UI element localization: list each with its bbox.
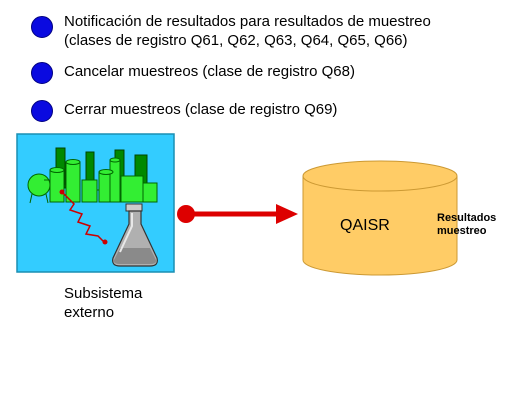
bullet-dot: [31, 62, 53, 84]
external-subsystem-label-line: Subsistema: [64, 285, 143, 302]
bullet-text-1: Notificación de resultados para resultad…: [64, 12, 431, 50]
results-label: Resultados muestreo: [437, 212, 496, 238]
database-cylinder-icon: [302, 160, 458, 276]
bullet-dot: [31, 16, 53, 38]
results-label-line: muestreo: [437, 225, 487, 237]
zigzag-connector: [59, 189, 108, 245]
bullet-text-line: Notificación de resultados para resultad…: [64, 13, 431, 30]
arrow-right-icon: [177, 204, 298, 224]
bullet-text-line: (clases de registro Q61, Q62, Q63, Q64, …: [64, 32, 408, 49]
results-label-line: Resultados: [437, 212, 497, 224]
external-subsystem-label-line: externo: [64, 304, 115, 321]
bullet-text-2: Cancelar muestreos (clase de registro Q6…: [64, 63, 355, 80]
external-subsystem-label: Subsistema externo: [64, 284, 142, 322]
database-label: QAISR: [340, 217, 390, 234]
bullet-text-3: Cerrar muestreos (clase de registro Q69): [64, 101, 338, 118]
flask-icon: [112, 203, 158, 267]
bullet-dot: [31, 100, 53, 122]
